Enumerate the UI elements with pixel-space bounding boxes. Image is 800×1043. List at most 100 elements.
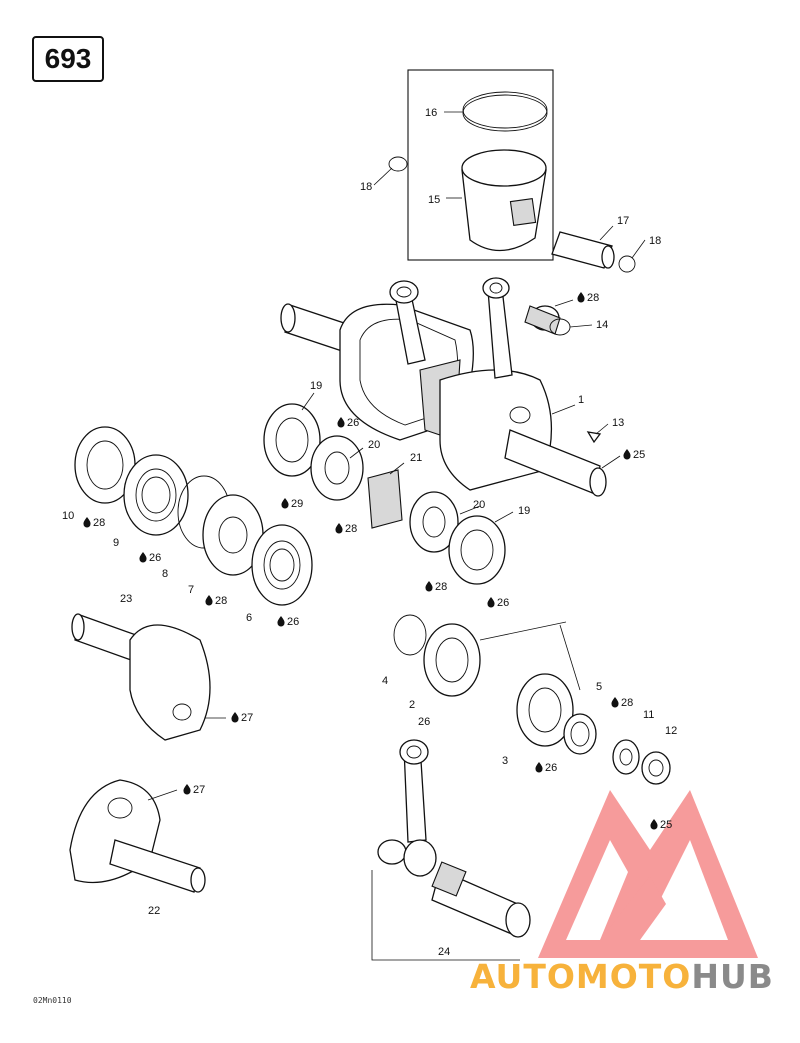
callout-number: 26 bbox=[418, 716, 430, 728]
piston bbox=[461, 169, 547, 252]
piston-kit-group bbox=[388, 69, 554, 261]
lubricant-drop-icon bbox=[337, 417, 345, 428]
lubricant-drop-icon bbox=[281, 498, 289, 509]
callout-number: 5 bbox=[596, 681, 602, 693]
callout-c9: 9 bbox=[113, 537, 119, 549]
callout-lubricant-ref: 26 bbox=[545, 762, 557, 774]
callout-c16: 16 bbox=[425, 107, 437, 119]
crank-half-23 bbox=[71, 613, 211, 741]
woodruff-key bbox=[586, 431, 602, 444]
washer-11 bbox=[612, 739, 640, 775]
crank-shaft-end bbox=[504, 429, 601, 495]
piston-ring bbox=[462, 91, 548, 129]
callout-lubricant-ref: 27 bbox=[193, 784, 205, 796]
callout-c28b: 28 bbox=[335, 523, 357, 535]
circlip-lower bbox=[618, 255, 636, 273]
conrod-right bbox=[487, 287, 513, 379]
callout-c27a: 27 bbox=[231, 712, 253, 724]
lubricant-drop-icon bbox=[205, 595, 213, 606]
callout-c26d: 26 bbox=[487, 597, 509, 609]
callout-c17: 17 bbox=[617, 215, 629, 227]
callout-lubricant-ref: 26 bbox=[287, 616, 299, 628]
callout-c10: 10 bbox=[62, 510, 74, 522]
lubricant-drop-icon bbox=[335, 523, 343, 534]
lubricant-drop-icon bbox=[611, 697, 619, 708]
drawing-code: 02Mn0110 bbox=[33, 996, 72, 1005]
callout-c6: 6 bbox=[246, 612, 252, 624]
callout-c28f: 28 bbox=[611, 697, 633, 709]
crank-half-22 bbox=[69, 779, 206, 893]
callout-c28c: 28 bbox=[83, 517, 105, 529]
callout-c29: 29 bbox=[281, 498, 303, 510]
piston-kit-frame bbox=[407, 69, 554, 261]
callout-c3: 3 bbox=[502, 755, 508, 767]
callout-number: 1 bbox=[578, 394, 584, 406]
callout-lubricant-ref: 28 bbox=[621, 697, 633, 709]
callout-c5: 5 bbox=[596, 681, 602, 693]
callout-number: 14 bbox=[596, 319, 608, 331]
callout-c19b: 19 bbox=[518, 505, 530, 517]
callout-lubricant-ref: 28 bbox=[435, 581, 447, 593]
lubricant-drop-icon bbox=[277, 616, 285, 627]
page-number-badge: 693 bbox=[32, 36, 104, 82]
circlip-upper bbox=[388, 156, 408, 172]
watermark-text: AUTOMOTOHUB bbox=[470, 957, 774, 996]
callout-c23: 23 bbox=[120, 593, 132, 605]
callout-lubricant-ref: 25 bbox=[660, 819, 672, 831]
crankshaft-assembly bbox=[280, 277, 607, 497]
lubricant-drop-icon bbox=[139, 552, 147, 563]
callout-lubricant-ref: 26 bbox=[497, 597, 509, 609]
callout-c2: 2 bbox=[409, 699, 415, 711]
callout-lubricant-ref: 25 bbox=[633, 449, 645, 461]
callout-number: 17 bbox=[617, 215, 629, 227]
callout-number: 12 bbox=[665, 725, 677, 737]
callout-c25b: 25 bbox=[650, 819, 672, 831]
callout-number: 24 bbox=[438, 946, 450, 958]
callout-c20a: 20 bbox=[368, 439, 380, 451]
callout-c26e: 26 bbox=[418, 716, 430, 728]
callout-c26b: 26 bbox=[139, 552, 161, 564]
callout-c21: 21 bbox=[410, 452, 422, 464]
lubricant-drop-icon bbox=[487, 597, 495, 608]
gear-21 bbox=[367, 469, 403, 529]
washer-20-lower bbox=[409, 491, 459, 553]
callout-c13: 13 bbox=[612, 417, 624, 429]
callout-c28a: 28 bbox=[577, 292, 599, 304]
callout-c8: 8 bbox=[162, 568, 168, 580]
seal-5 bbox=[563, 713, 597, 755]
callout-number: 19 bbox=[518, 505, 530, 517]
conrod-crankpin-24 bbox=[371, 739, 531, 961]
callout-number: 21 bbox=[410, 452, 422, 464]
callout-c28d: 28 bbox=[205, 595, 227, 607]
callout-number: 16 bbox=[425, 107, 437, 119]
piston-pin bbox=[551, 231, 613, 269]
left-bearing-stack bbox=[74, 426, 313, 606]
callout-lubricant-ref: 28 bbox=[215, 595, 227, 607]
callout-c26f: 26 bbox=[535, 762, 557, 774]
ring-4 bbox=[393, 614, 427, 656]
bearing-2 bbox=[423, 623, 481, 697]
callout-c4: 4 bbox=[382, 675, 388, 687]
callout-lubricant-ref: 26 bbox=[347, 417, 359, 429]
callout-c27b: 27 bbox=[183, 784, 205, 796]
piston-pin-group bbox=[524, 231, 636, 336]
lubricant-drop-icon bbox=[623, 449, 631, 460]
lubricant-drop-icon bbox=[83, 517, 91, 528]
callout-c26a: 26 bbox=[337, 417, 359, 429]
callout-number: 2 bbox=[409, 699, 415, 711]
callout-c25a: 25 bbox=[623, 449, 645, 461]
callout-number: 9 bbox=[113, 537, 119, 549]
callout-lubricant-ref: 27 bbox=[241, 712, 253, 724]
callout-lubricant-ref: 29 bbox=[291, 498, 303, 510]
crank-wheel-right bbox=[439, 369, 553, 491]
lubricant-drop-icon bbox=[577, 292, 585, 303]
center-bearing-stack bbox=[263, 403, 506, 585]
callout-number: 22 bbox=[148, 905, 160, 917]
callout-lubricant-ref: 26 bbox=[149, 552, 161, 564]
lubricant-drop-icon bbox=[231, 712, 239, 723]
callout-c12: 12 bbox=[665, 725, 677, 737]
callout-number: 10 bbox=[62, 510, 74, 522]
callout-c19a: 19 bbox=[310, 380, 322, 392]
